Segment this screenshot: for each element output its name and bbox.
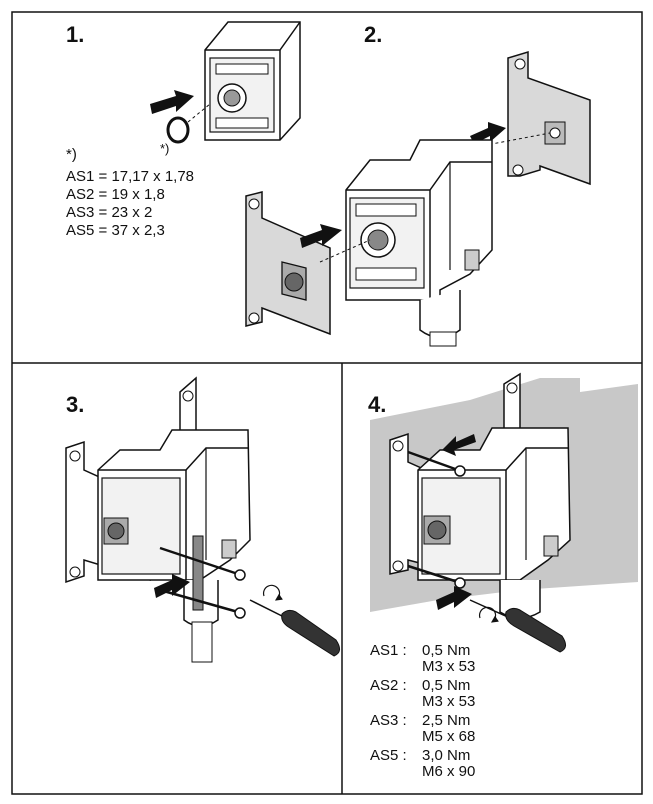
screw-as5: M6 x 90 (422, 763, 476, 780)
step-number-3: 3. (66, 392, 85, 417)
torque-size-as2: AS2 : (370, 677, 407, 694)
screw-as1: M3 x 53 (422, 658, 476, 675)
step1-guide-line (187, 103, 211, 123)
torque-value-as3: 2,5 Nm (422, 712, 471, 729)
step2-rear-bracket (507, 50, 591, 186)
step2-left-arrow (300, 224, 342, 248)
step4-upper-screw (407, 450, 466, 477)
step-number-1: 1. (66, 22, 85, 47)
step3-gasket-strip (192, 535, 204, 611)
step4-screwdriver (469, 599, 566, 653)
step3-upper-screw (159, 546, 246, 581)
step3-housing (97, 429, 251, 663)
oring-footnote: *) (66, 146, 77, 163)
oring-size-as3: AS3 = 23 x 2 (66, 204, 153, 221)
step3-screwdriver (249, 599, 340, 657)
step3-push-arrow (154, 574, 190, 598)
torque-size-as3: AS3 : (370, 712, 407, 729)
outer-frame (11, 11, 643, 795)
screw-as3: M5 x 68 (422, 728, 476, 745)
step1-housing (204, 21, 301, 141)
step4-lower-arrow (436, 586, 472, 610)
oring-size-as5: AS5 = 37 x 2,3 (66, 222, 165, 239)
oring-size-as2: AS2 = 19 x 1,8 (66, 186, 165, 203)
oring-size-as1: AS1 = 17,17 x 1,78 (66, 168, 195, 185)
step1-push-arrow (150, 90, 194, 114)
oring-marker: *) (160, 141, 170, 156)
step4-rotate-icon (478, 606, 499, 623)
step2-front-bracket (245, 191, 331, 336)
step2-housing (345, 139, 493, 347)
step4-upper-arrow (442, 434, 476, 456)
torque-size-as5: AS5 : (370, 747, 407, 764)
step3-rotate-icon (262, 584, 283, 601)
torque-value-as1: 0,5 Nm (422, 642, 471, 659)
oring (166, 116, 190, 144)
torque-size-as1: AS1 : (370, 642, 407, 659)
torque-value-as5: 3,0 Nm (422, 747, 471, 764)
screw-as2: M3 x 53 (422, 693, 476, 710)
step2-right-arrow (470, 122, 506, 144)
step4-housing (417, 427, 571, 619)
torque-value-as2: 0,5 Nm (422, 677, 471, 694)
step-number-4: 4. (368, 392, 387, 417)
step-number-2: 2. (364, 22, 383, 47)
step4-lower-screw (407, 564, 466, 589)
